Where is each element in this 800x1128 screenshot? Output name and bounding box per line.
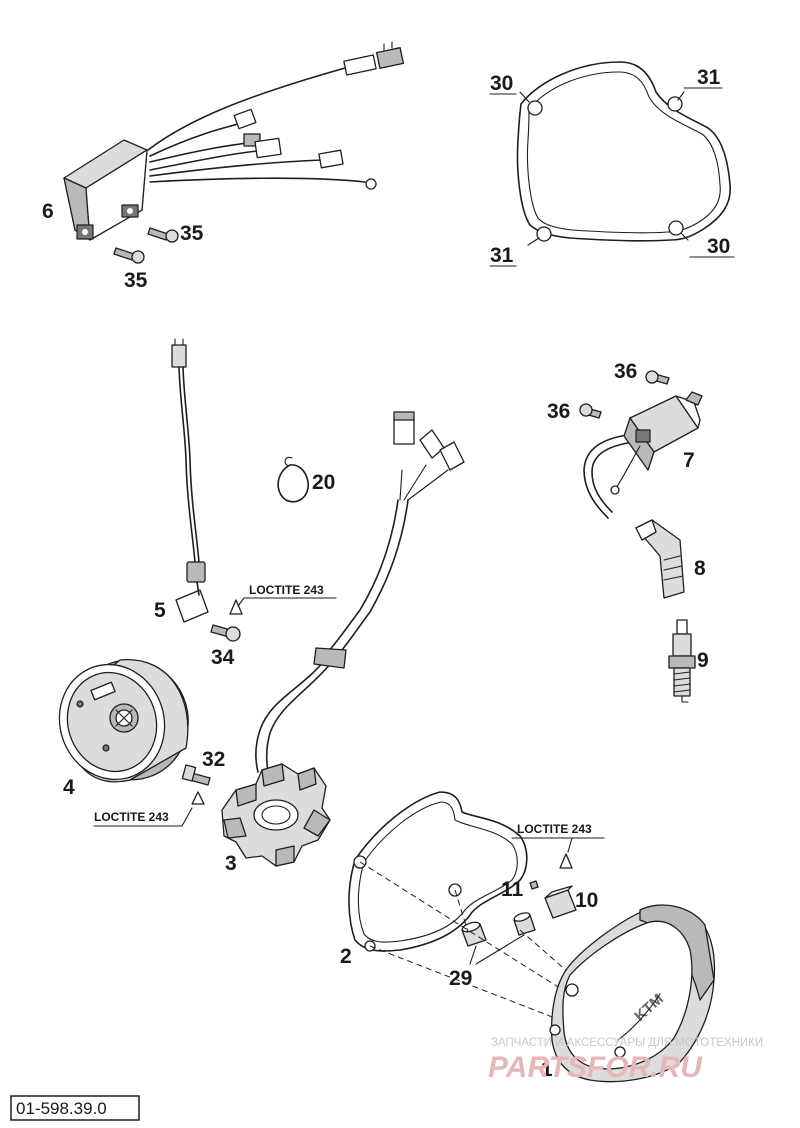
callout-11: 11: [501, 878, 524, 901]
callout-8: 8: [694, 557, 706, 580]
callout-10: 10: [575, 889, 598, 912]
drawing-code: 01-598.39.0: [16, 1099, 107, 1118]
loctite-note-34: LOCTITE 243: [249, 583, 324, 597]
loctite-note-11: LOCTITE 243: [517, 822, 592, 836]
callout-3: 3: [225, 852, 237, 875]
ignition-cover: KTM: [549, 904, 716, 1083]
cdi-screws: [113, 227, 179, 264]
callout-4: 4: [63, 776, 75, 799]
callout-35-top: 35: [180, 222, 204, 245]
callout-30-top: 30: [490, 72, 513, 95]
callout-20: 20: [312, 471, 335, 494]
callout-1: 1: [541, 1058, 553, 1081]
cover-gasket-upper: [516, 61, 731, 246]
callout-9: 9: [697, 649, 709, 672]
callout-31-top: 31: [697, 66, 721, 89]
stator: [221, 411, 465, 867]
callout-36-mid: 36: [547, 400, 570, 423]
watermark-tagline: ЗАПЧАСТИ И АКСЕССУАРЫ ДЛЯ МОТОТЕХНИКИ: [491, 1037, 763, 1049]
cable-clip: [277, 456, 309, 503]
callout-5: 5: [154, 599, 166, 622]
callout-30-bottom: 30: [707, 235, 730, 258]
callout-34: 34: [211, 646, 235, 669]
callout-31-bottom: 31: [490, 244, 514, 267]
cover-gasket-lower: [348, 791, 528, 952]
callout-36-top: 36: [614, 360, 637, 383]
pickup-sensor: [171, 338, 209, 623]
ignition-coil: [583, 391, 703, 519]
cover-plug-10: [544, 885, 577, 919]
assembly-dash-lines: [359, 861, 601, 1021]
drawing-code-box: [10, 1095, 140, 1121]
spark-plug-cap: [635, 519, 685, 599]
dowel-sleeves: [461, 912, 536, 965]
cdi-unit: [63, 41, 405, 241]
callout-7: 7: [683, 449, 695, 472]
callout-29: 29: [449, 967, 472, 990]
loctite-note-32: LOCTITE 243: [94, 810, 169, 824]
flywheel: [58, 659, 189, 783]
sensor-bolt-34: [210, 599, 243, 642]
callout-35-bottom: 35: [124, 269, 148, 292]
flywheel-bolt-32: [181, 764, 211, 805]
callout-6: 6: [42, 200, 54, 223]
screw-11: [529, 853, 573, 890]
spark-plug: [668, 619, 696, 703]
coil-screws-36: [579, 370, 670, 419]
callout-2: 2: [340, 945, 352, 968]
callout-32: 32: [202, 748, 225, 771]
watermark-brand: PARTSFOR.RU: [488, 1051, 703, 1084]
